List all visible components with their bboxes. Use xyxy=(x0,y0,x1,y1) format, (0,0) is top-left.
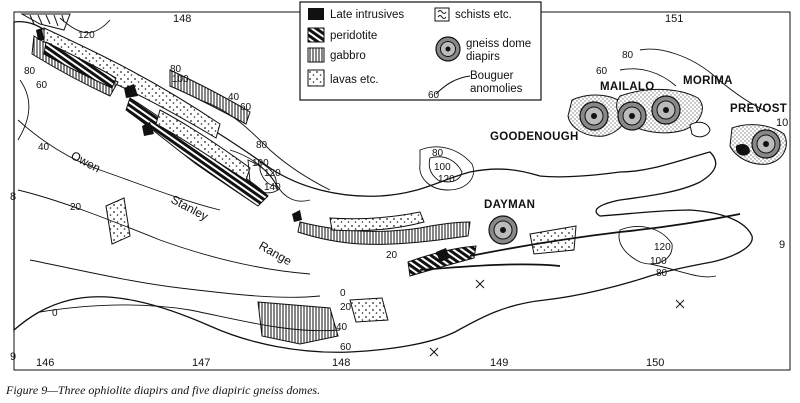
right-tick-10: 10 xyxy=(776,117,788,129)
place-prevost: PREVOST xyxy=(730,103,787,115)
legend-label-gabbro: gabbro xyxy=(330,50,366,62)
legend-label-lavas: lavas etc. xyxy=(330,74,379,86)
small-island xyxy=(689,121,711,138)
legend-label-late-intrusives: Late intrusives xyxy=(330,9,404,21)
contour-label: 40 xyxy=(38,142,50,153)
legend-label-gneiss-dome: gneiss dome xyxy=(466,38,531,50)
gabbro-patch-south xyxy=(257,301,339,345)
contour-label: 20 xyxy=(386,250,398,261)
place-goodenough: GOODENOUGH xyxy=(490,131,579,143)
bottom-tick-150: 150 xyxy=(646,357,664,369)
lavas-swatch xyxy=(307,69,325,87)
contour-label: 80 xyxy=(656,268,668,279)
legend-label-peridotite: peridotite xyxy=(330,30,377,42)
contour-label: 60 xyxy=(36,80,48,91)
late-intrusive xyxy=(436,248,450,262)
contour-label: 100 xyxy=(434,162,451,173)
gneiss-dome-dayman xyxy=(488,215,518,245)
contour-label: 80 xyxy=(622,50,634,61)
peridotite-swatch xyxy=(307,27,325,43)
lavas-patch-west xyxy=(105,197,131,245)
contour-label: 20 xyxy=(340,302,352,313)
bottom-tick-147: 147 xyxy=(192,357,210,369)
bottom-tick-148: 148 xyxy=(332,357,350,369)
left-tick-8: 8 xyxy=(10,191,16,203)
contour-label: 100 xyxy=(252,158,269,169)
contour-label: 80 xyxy=(170,64,182,75)
contour-label: 140 xyxy=(264,182,281,193)
gabbro-belt-central xyxy=(169,69,251,125)
contour-label: 120 xyxy=(78,30,95,41)
faults xyxy=(419,213,741,271)
figure-caption: Figure 9—Three ophiolite diapirs and fiv… xyxy=(6,383,321,397)
lavas-belt-central xyxy=(155,109,251,181)
legend-label-schists: schists etc. xyxy=(455,9,512,21)
place-dayman: DAYMAN xyxy=(484,199,535,211)
contour-label: 60 xyxy=(240,102,252,113)
small-island xyxy=(736,144,750,156)
contour-label: 60 xyxy=(340,342,352,353)
contour-label: 60 xyxy=(596,66,608,77)
schist-squiggle-icon xyxy=(437,10,447,19)
legend-contour-value: 60 xyxy=(428,90,440,101)
gneiss-dome-mailalo xyxy=(617,101,647,131)
contour-label: 120 xyxy=(654,242,671,253)
contour-label: 40 xyxy=(228,92,240,103)
bouguer-contour-legend-line xyxy=(435,75,471,95)
bouguer-contours xyxy=(17,17,769,332)
legend-label-anomolies: anomolies xyxy=(470,83,523,95)
bottom-tick-149: 149 xyxy=(490,357,508,369)
lavas-patch-east xyxy=(529,225,577,255)
gneiss-dome-morima xyxy=(651,95,681,125)
right-tick-9: 9 xyxy=(779,239,785,251)
contour-label: 120 xyxy=(264,168,281,179)
late-intrusive xyxy=(36,28,44,40)
schist-hachures xyxy=(29,14,65,27)
top-tick-148: 148 xyxy=(173,13,191,25)
late-intrusive xyxy=(292,210,302,222)
gabbro-swatch xyxy=(307,47,325,63)
schist-swatch xyxy=(434,7,450,22)
contour-label: 0 xyxy=(52,308,58,319)
mainland-coastline xyxy=(13,20,753,353)
contour-label: 100 xyxy=(650,256,667,267)
contour-label: 80 xyxy=(432,148,444,159)
top-tick-151: 151 xyxy=(665,13,683,25)
lavas-belt-dayman xyxy=(329,211,425,232)
legend: Late intrusives schists etc. peridotite … xyxy=(299,1,542,101)
gabbro-belt-dayman xyxy=(297,221,471,245)
gneiss-dome-legend-icon xyxy=(435,36,461,62)
contour-label: 120 xyxy=(438,174,455,185)
contour-label: 40 xyxy=(336,322,348,333)
left-tick-9: 9 xyxy=(10,351,16,363)
gneiss-dome-goodenough xyxy=(579,101,609,131)
gneiss-dome-prevost xyxy=(751,129,781,159)
place-mailalo: MAILALO xyxy=(600,81,654,93)
contour-label: 0 xyxy=(340,288,346,299)
peridotite-belt-nw xyxy=(43,41,117,89)
contour-label: 100 xyxy=(172,74,189,85)
legend-label-diapirs: diapirs xyxy=(466,51,500,63)
contour-label: 80 xyxy=(256,140,268,151)
place-morima: MORIMA xyxy=(683,75,733,87)
late-intrusive xyxy=(142,122,154,136)
bottom-tick-146: 146 xyxy=(36,357,54,369)
late-intrusive xyxy=(124,84,138,98)
contour-label: 20 xyxy=(70,202,82,213)
legend-label-bouguer: Bouguer xyxy=(470,70,514,82)
late-intrusives-swatch xyxy=(308,8,324,20)
contour-label: 80 xyxy=(24,66,36,77)
fault-cross-marks xyxy=(429,279,685,357)
lavas-patch-south xyxy=(349,297,389,323)
